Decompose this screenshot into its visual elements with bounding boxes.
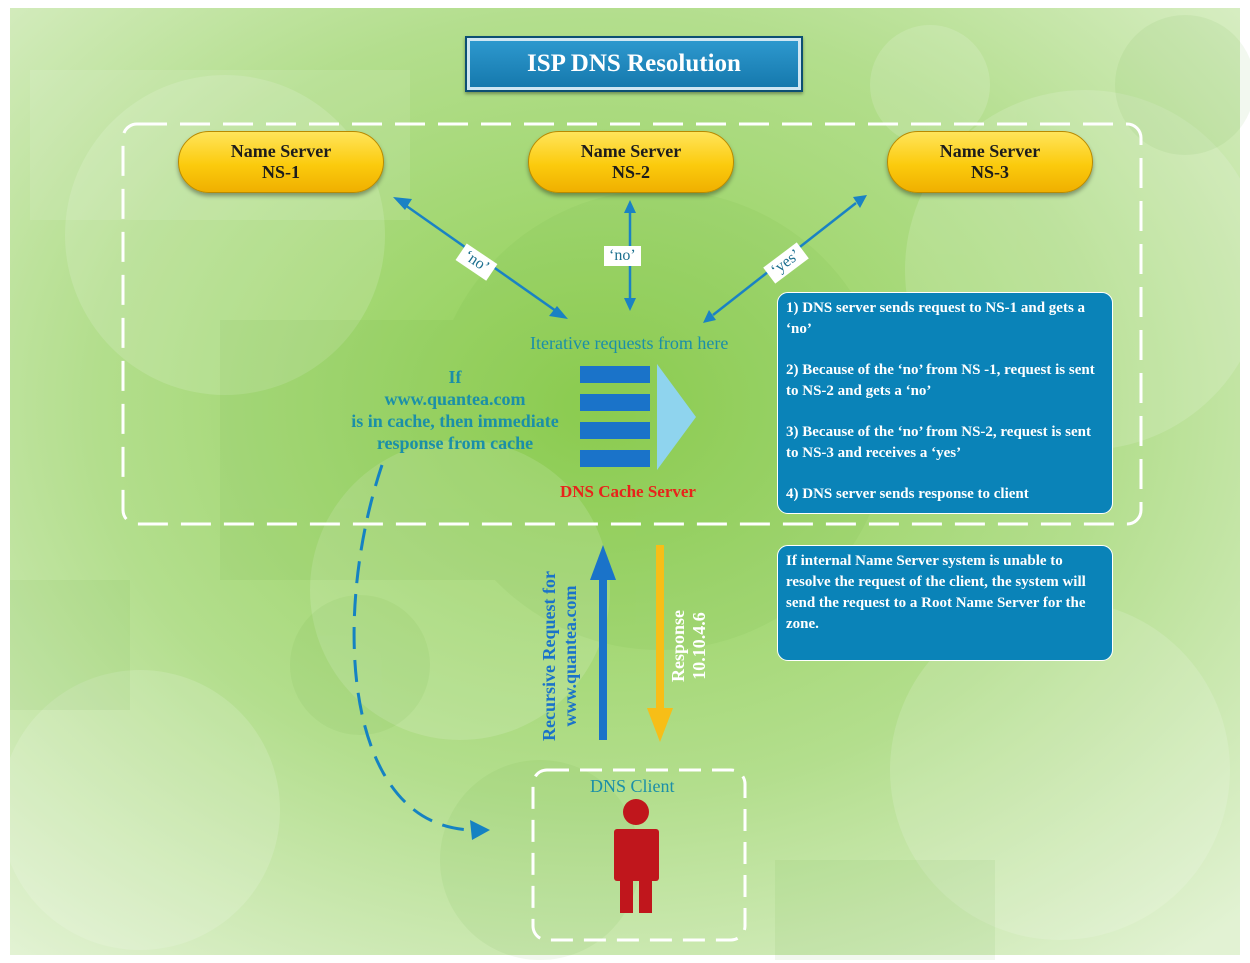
- cache-note: If www.quantea.com is in cache, then imm…: [351, 367, 559, 453]
- dns-client-label: DNS Client: [590, 776, 675, 796]
- name-server-label: Name Server: [939, 141, 1041, 161]
- name-server-label: Name Server: [580, 141, 682, 161]
- name-server-id: NS-3: [970, 162, 1009, 182]
- iterative-requests-label: Iterative requests from here: [530, 333, 729, 353]
- name-server-ns-3: Name Server NS-3: [887, 131, 1093, 193]
- dns-cache-server-icon: [580, 364, 696, 470]
- recursive-request-label: Recursive Request for www.quantea.com: [539, 571, 580, 741]
- step-1: 1) DNS server sends request to NS-1 and …: [786, 300, 1086, 337]
- name-server-id: NS-2: [611, 162, 650, 182]
- dns-cache-server-label: DNS Cache Server: [560, 482, 696, 501]
- root-server-note: If internal Name Server system is unable…: [777, 545, 1113, 661]
- step-2: 2) Because of the ‘no’ from NS -1, reque…: [786, 362, 1095, 399]
- name-server-id: NS-1: [261, 162, 300, 182]
- response-label: Response 10.10.4.6: [668, 610, 709, 683]
- page-title: ISP DNS Resolution: [465, 36, 803, 92]
- name-server-ns-1: Name Server NS-1: [178, 131, 384, 193]
- name-server-ns-2: Name Server NS-2: [528, 131, 734, 193]
- name-server-label: Name Server: [230, 141, 332, 161]
- step-3: 3) Because of the ‘no’ from NS-2, reques…: [786, 424, 1091, 461]
- edge-label-ns2: ‘no’: [604, 246, 641, 266]
- steps-box: 1) DNS server sends request to NS-1 and …: [777, 292, 1113, 514]
- dns-client-person-icon: [614, 799, 659, 913]
- step-4: 4) DNS server sends response to client: [786, 486, 1029, 502]
